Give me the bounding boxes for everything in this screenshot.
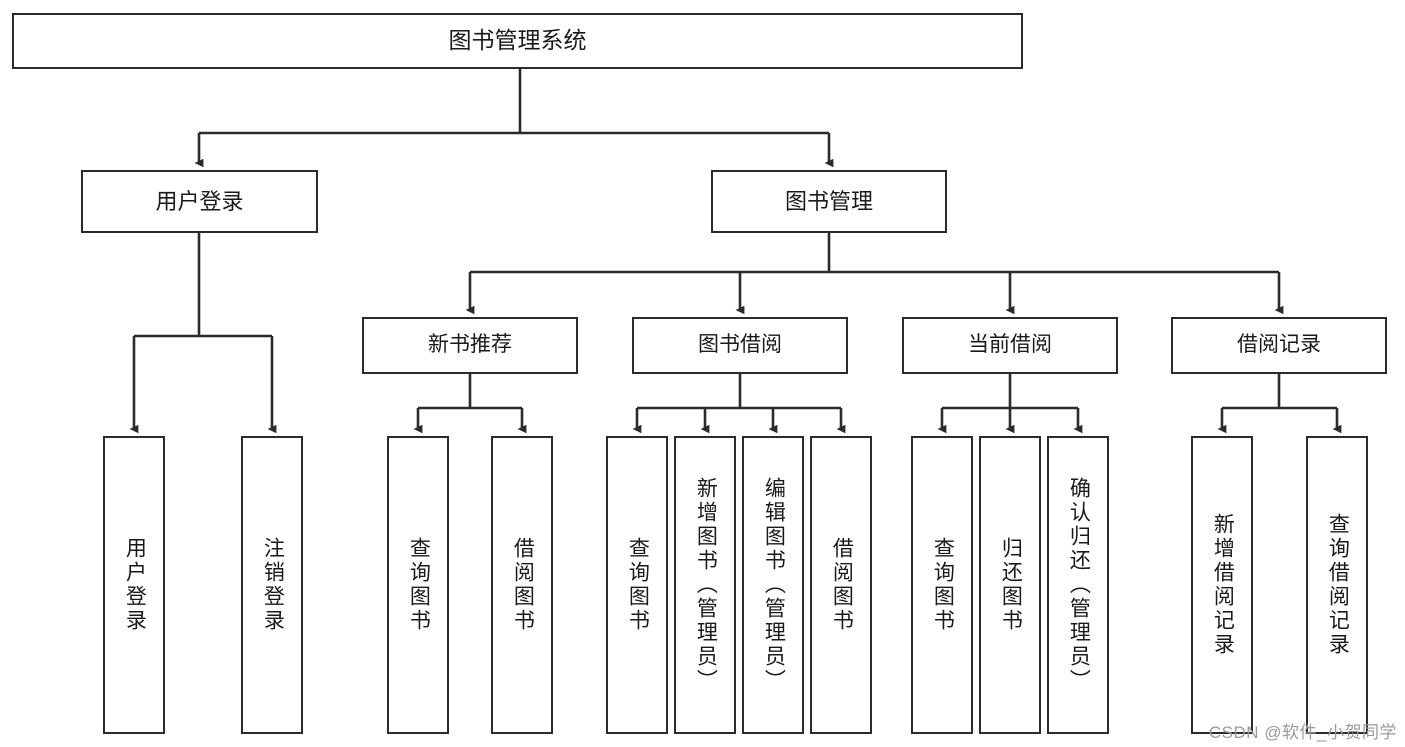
leaf-record-query-record[interactable]: 查询借阅记录 bbox=[1306, 436, 1368, 734]
node-label: 归还图书 bbox=[999, 537, 1023, 633]
watermark: CSDN @软件_小贺同学 bbox=[1208, 723, 1397, 742]
leaf-recommend-borrow-book[interactable]: 借阅图书 bbox=[491, 436, 553, 734]
node-label: 借阅图书 bbox=[511, 537, 535, 633]
node-label: 用户登录 bbox=[155, 188, 244, 214]
leaf-borrow-borrow-book[interactable]: 借阅图书 bbox=[810, 436, 872, 734]
node-label: 新书推荐 bbox=[428, 333, 512, 357]
node-book-management[interactable]: 图书管理 bbox=[711, 170, 947, 233]
node-label: 新增图书（管理员） bbox=[694, 477, 718, 693]
node-label: 当前借阅 bbox=[968, 333, 1052, 357]
node-label: 借阅图书 bbox=[830, 537, 854, 633]
leaf-recommend-query-book[interactable]: 查询图书 bbox=[387, 436, 449, 734]
leaf-user-login-logout[interactable]: 注销登录 bbox=[241, 436, 303, 734]
leaf-current-confirm-return-admin[interactable]: 确认归还（管理员） bbox=[1047, 436, 1109, 734]
node-label: 查询图书 bbox=[931, 537, 955, 633]
node-label: 查询图书 bbox=[626, 537, 650, 633]
node-user-login[interactable]: 用户登录 bbox=[81, 170, 318, 233]
node-label: 注销登录 bbox=[261, 537, 285, 633]
leaf-borrow-edit-book-admin[interactable]: 编辑图书（管理员） bbox=[742, 436, 804, 734]
node-label: 确认归还（管理员） bbox=[1067, 477, 1091, 693]
leaf-borrow-add-book-admin[interactable]: 新增图书（管理员） bbox=[674, 436, 736, 734]
leaf-user-login-login[interactable]: 用户登录 bbox=[103, 436, 165, 734]
node-label: 查询借阅记录 bbox=[1326, 513, 1350, 657]
node-root-system[interactable]: 图书管理系统 bbox=[12, 13, 1023, 69]
node-current-borrow[interactable]: 当前借阅 bbox=[902, 317, 1118, 374]
node-label: 图书管理系统 bbox=[448, 27, 587, 54]
node-label: 图书管理 bbox=[784, 188, 873, 214]
node-label: 借阅记录 bbox=[1237, 333, 1321, 357]
node-label: 编辑图书（管理员） bbox=[762, 477, 786, 693]
leaf-borrow-query-book[interactable]: 查询图书 bbox=[606, 436, 668, 734]
node-label: 新增借阅记录 bbox=[1211, 513, 1235, 657]
node-borrow-record[interactable]: 借阅记录 bbox=[1171, 317, 1387, 374]
node-new-book-recommend[interactable]: 新书推荐 bbox=[362, 317, 578, 374]
node-book-borrow[interactable]: 图书借阅 bbox=[632, 317, 848, 374]
node-label: 查询图书 bbox=[407, 537, 431, 633]
leaf-current-query-book[interactable]: 查询图书 bbox=[911, 436, 973, 734]
leaf-current-return-book[interactable]: 归还图书 bbox=[979, 436, 1041, 734]
leaf-record-add-record[interactable]: 新增借阅记录 bbox=[1191, 436, 1253, 734]
node-label: 用户登录 bbox=[123, 537, 147, 633]
node-label: 图书借阅 bbox=[698, 333, 782, 357]
